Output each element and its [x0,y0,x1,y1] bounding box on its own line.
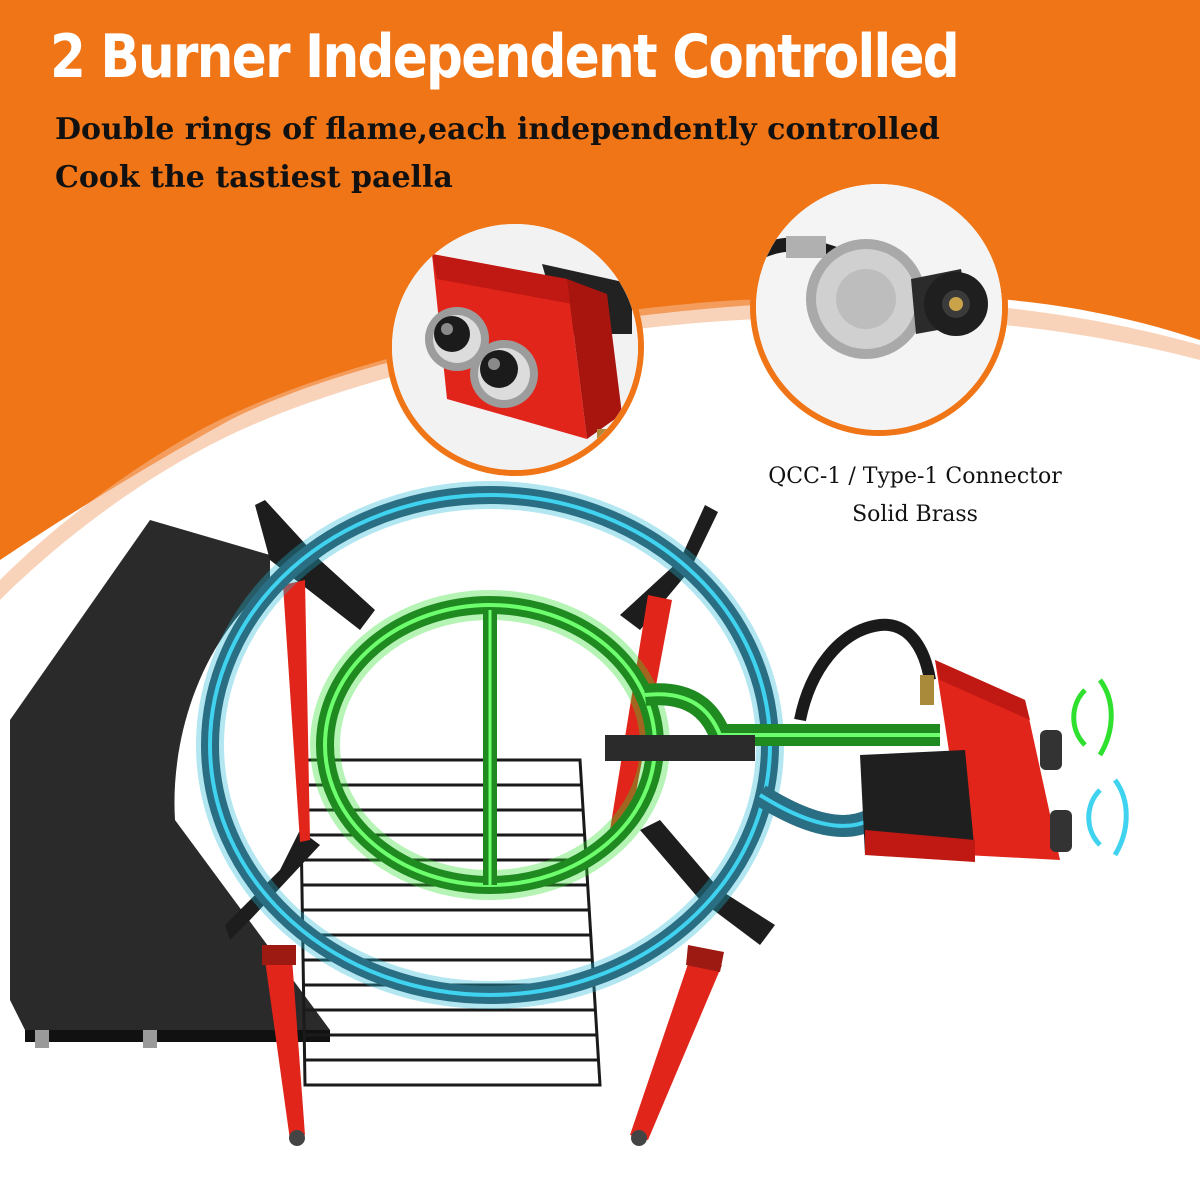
rotate-arrows-icon [1071,678,1129,857]
red-legs [262,580,724,1146]
leg-brackets [225,500,775,945]
side-table [10,520,330,1048]
subtitle-line-2: Cook the tastiest paella [55,160,453,195]
connector-caption: QCC-1 / Type-1 Connector Solid Brass [705,458,1125,534]
control-box [860,660,1072,862]
gas-hose [605,618,936,761]
regulator-inset [750,178,1008,436]
subtitle-line-1: Double rings of flame,each independently… [55,112,940,147]
headline: 2 Burner Independent Controlled [50,22,960,92]
control-knob-icon [392,224,638,470]
connector-caption-line-1: QCC-1 / Type-1 Connector [768,464,1062,489]
control-knobs-inset [386,218,644,476]
connector-caption-line-2: Solid Brass [852,502,978,527]
gas-regulator-icon [756,184,1002,430]
